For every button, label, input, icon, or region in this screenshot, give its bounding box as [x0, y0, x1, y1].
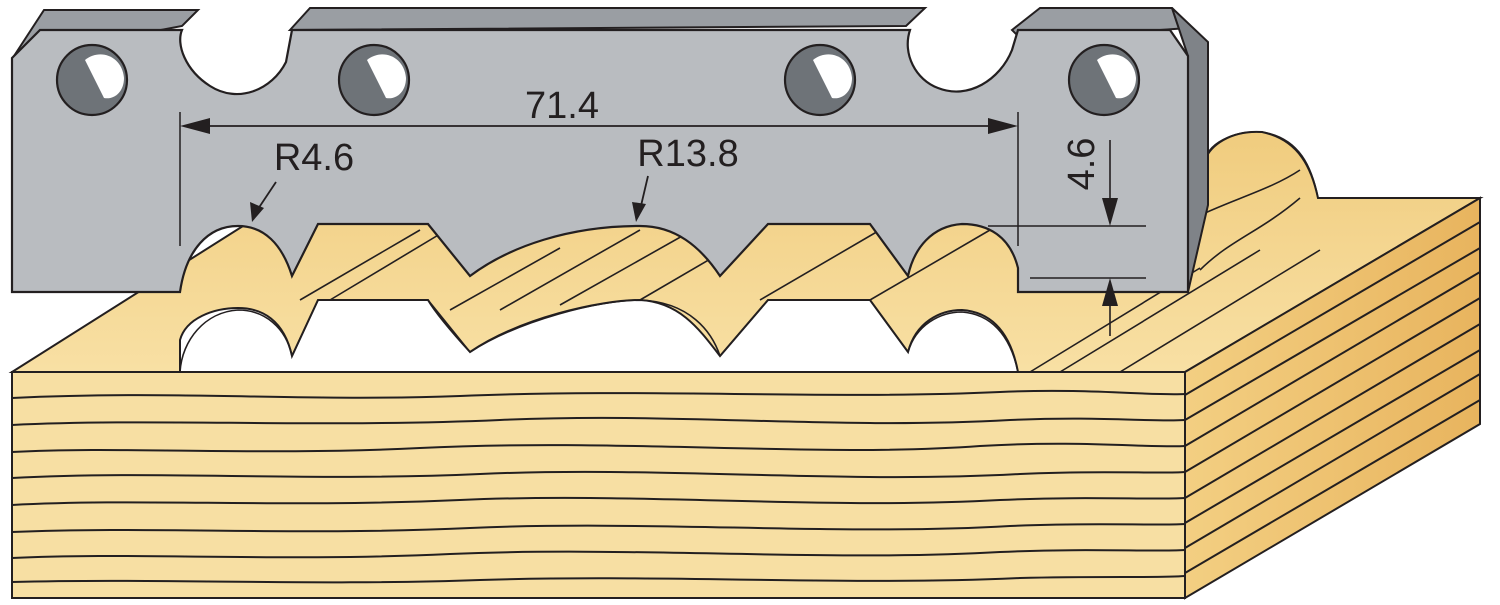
dimension-label-depth: 4.6 — [1061, 138, 1103, 191]
wood-front-face — [11, 371, 1186, 599]
dimension-large-radius: R13.8 — [632, 133, 739, 222]
radius-arrow-large — [632, 202, 646, 222]
dimension-label-large-radius: R13.8 — [637, 133, 738, 175]
radius-arrow-small — [250, 202, 264, 222]
mounting-hole-4 — [1067, 43, 1141, 117]
dimension-arrow-left — [180, 118, 210, 134]
dimension-label-width: 71.4 — [525, 85, 599, 127]
dimension-small-radius: R4.6 — [250, 137, 354, 222]
dimension-depth: 4.6 — [988, 138, 1146, 336]
depth-arrow-top — [1102, 198, 1118, 226]
dimension-overall-width: 71.4 — [179, 85, 1019, 246]
dimension-label-small-radius: R4.6 — [274, 137, 354, 179]
depth-arrow-bottom — [1102, 278, 1118, 306]
mounting-hole-3 — [783, 43, 857, 117]
wood-side-grain — [1184, 221, 1481, 574]
profile-knife-blade — [10, 7, 1209, 294]
dimension-arrow-right — [988, 118, 1018, 134]
mounting-hole-1 — [55, 43, 129, 117]
wood-front-grain — [11, 389, 1186, 584]
blade-face — [10, 28, 1190, 294]
mounting-hole-2 — [337, 43, 411, 117]
blade-right-bevel — [1171, 7, 1209, 293]
